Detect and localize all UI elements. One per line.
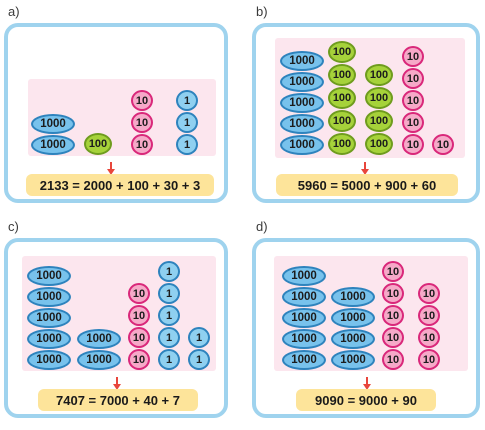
token-thousand: 1000 bbox=[280, 51, 324, 71]
token-hundred: 100 bbox=[328, 110, 356, 132]
token-ten: 10 bbox=[128, 283, 150, 304]
token-hundred: 100 bbox=[365, 87, 393, 109]
token-hundred: 100 bbox=[365, 64, 393, 86]
token-ten: 10 bbox=[382, 283, 404, 304]
token-ten: 10 bbox=[402, 112, 424, 133]
token-thousand: 1000 bbox=[331, 287, 375, 307]
token-one: 1 bbox=[176, 112, 198, 133]
panel-a-label: a) bbox=[8, 4, 20, 19]
token-thousand: 1000 bbox=[31, 114, 75, 134]
token-one: 1 bbox=[188, 349, 210, 370]
token-ten: 10 bbox=[128, 327, 150, 348]
token-thousand: 1000 bbox=[280, 135, 324, 155]
token-ten: 10 bbox=[382, 327, 404, 348]
token-thousand: 1000 bbox=[282, 329, 326, 349]
token-ten: 10 bbox=[418, 327, 440, 348]
token-thousand: 1000 bbox=[282, 350, 326, 370]
token-ten: 10 bbox=[418, 305, 440, 326]
panel-c-arrow bbox=[113, 377, 121, 390]
token-thousand: 1000 bbox=[280, 93, 324, 113]
token-thousand: 1000 bbox=[282, 287, 326, 307]
panel-c-label: c) bbox=[8, 219, 19, 234]
token-hundred: 100 bbox=[328, 64, 356, 86]
token-ten: 10 bbox=[418, 349, 440, 370]
token-one: 1 bbox=[158, 327, 180, 348]
token-ten: 10 bbox=[402, 46, 424, 67]
token-ten: 10 bbox=[382, 261, 404, 282]
token-thousand: 1000 bbox=[331, 350, 375, 370]
panel-c-equation: 7407 = 7000 + 40 + 7 bbox=[38, 389, 198, 411]
token-hundred: 100 bbox=[328, 133, 356, 155]
token-thousand: 1000 bbox=[77, 329, 121, 349]
token-one: 1 bbox=[176, 134, 198, 155]
token-ten: 10 bbox=[432, 134, 454, 155]
panel-d-label: d) bbox=[256, 219, 268, 234]
token-ten: 10 bbox=[128, 349, 150, 370]
token-ten: 10 bbox=[131, 112, 153, 133]
token-hundred: 100 bbox=[328, 41, 356, 63]
token-hundred: 100 bbox=[328, 87, 356, 109]
token-one: 1 bbox=[188, 327, 210, 348]
token-thousand: 1000 bbox=[27, 266, 71, 286]
token-ten: 10 bbox=[402, 134, 424, 155]
token-thousand: 1000 bbox=[331, 329, 375, 349]
token-one: 1 bbox=[176, 90, 198, 111]
panel-b-equation: 5960 = 5000 + 900 + 60 bbox=[276, 174, 458, 196]
token-thousand: 1000 bbox=[280, 72, 324, 92]
token-ten: 10 bbox=[128, 305, 150, 326]
panel-b-arrow bbox=[361, 162, 369, 175]
token-thousand: 1000 bbox=[27, 350, 71, 370]
token-thousand: 1000 bbox=[27, 308, 71, 328]
token-ten: 10 bbox=[418, 283, 440, 304]
token-ten: 10 bbox=[402, 68, 424, 89]
panel-b-label: b) bbox=[256, 4, 268, 19]
token-thousand: 1000 bbox=[27, 287, 71, 307]
token-one: 1 bbox=[158, 261, 180, 282]
token-ten: 10 bbox=[131, 134, 153, 155]
token-thousand: 1000 bbox=[280, 114, 324, 134]
panel-a-equation: 2133 = 2000 + 100 + 30 + 3 bbox=[26, 174, 214, 196]
token-ten: 10 bbox=[382, 349, 404, 370]
token-hundred: 100 bbox=[365, 133, 393, 155]
token-hundred: 100 bbox=[365, 110, 393, 132]
token-one: 1 bbox=[158, 349, 180, 370]
token-thousand: 1000 bbox=[77, 350, 121, 370]
panel-d-equation: 9090 = 9000 + 90 bbox=[296, 389, 436, 411]
token-thousand: 1000 bbox=[282, 266, 326, 286]
token-thousand: 1000 bbox=[27, 329, 71, 349]
panel-a-arrow bbox=[107, 162, 115, 175]
token-ten: 10 bbox=[402, 90, 424, 111]
token-hundred: 100 bbox=[84, 133, 112, 155]
panel-d-arrow bbox=[363, 377, 371, 390]
token-one: 1 bbox=[158, 305, 180, 326]
token-thousand: 1000 bbox=[282, 308, 326, 328]
token-ten: 10 bbox=[131, 90, 153, 111]
token-ten: 10 bbox=[382, 305, 404, 326]
token-thousand: 1000 bbox=[31, 135, 75, 155]
token-one: 1 bbox=[158, 283, 180, 304]
token-thousand: 1000 bbox=[331, 308, 375, 328]
